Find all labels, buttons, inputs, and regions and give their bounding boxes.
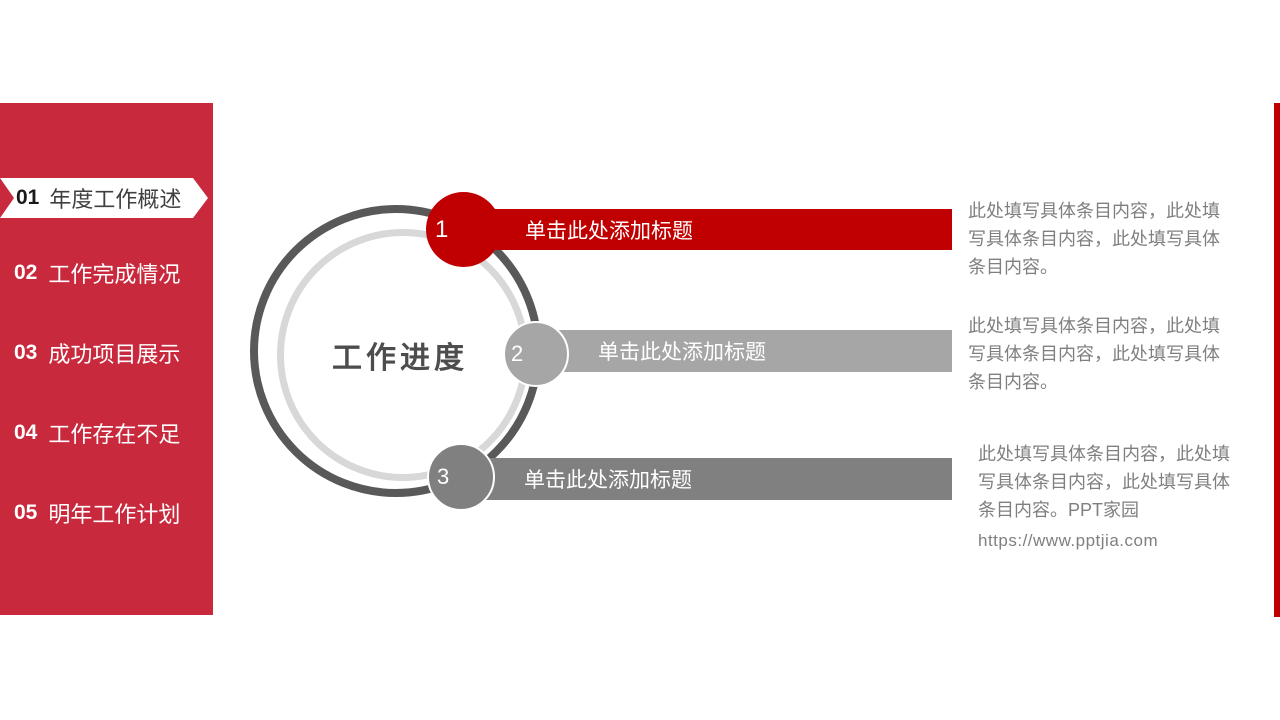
sidebar-item-number: 04 — [14, 421, 38, 444]
step-3-title-bar[interactable]: 单击此处添加标题 — [460, 458, 952, 500]
detail-paragraph-2: 此处填写具体条目内容，此处填写具体条目内容，此处填写具体条目内容。 — [968, 316, 1220, 392]
step-2-circle: 2 — [503, 321, 569, 387]
sidebar-item-annual-overview[interactable]: 01 年度工作概述 — [0, 178, 208, 218]
sidebar: 01 年度工作概述 02 工作完成情况 03 成功项目展示 04 工作存在不足 … — [0, 103, 213, 615]
sidebar-item-number: 02 — [14, 261, 38, 284]
step-2-title: 单击此处添加标题 — [598, 341, 766, 364]
sidebar-item-next-year-plan[interactable]: 05 明年工作计划 — [0, 493, 213, 533]
sidebar-item-label: 年度工作概述 — [49, 187, 182, 212]
step-1-title-bar[interactable]: 单击此处添加标题 — [462, 209, 952, 250]
step-3-circle: 3 — [427, 443, 495, 511]
sidebar-item-number: 01 — [16, 186, 40, 209]
pptjia-url-link[interactable]: https://www.pptjia.com — [978, 531, 1159, 550]
step-1-number: 1 — [435, 215, 449, 243]
sidebar-item-label: 成功项目展示 — [48, 342, 181, 367]
sidebar-item-work-shortcomings[interactable]: 04 工作存在不足 — [0, 413, 213, 453]
sidebar-item-label: 工作完成情况 — [48, 262, 181, 287]
step-3-number: 3 — [437, 464, 450, 489]
step-3-title: 单击此处添加标题 — [524, 469, 692, 492]
detail-paragraph-3-text: 此处填写具体条目内容，此处填写具体条目内容，此处填写具体条目内容。PPT家园 — [978, 444, 1230, 520]
sidebar-item-label: 工作存在不足 — [48, 422, 181, 447]
step-1-circle: 1 — [426, 192, 501, 267]
diagram-title: 工作进度 — [332, 342, 468, 375]
sidebar-item-number: 03 — [14, 341, 38, 364]
right-accent-bar — [1274, 103, 1280, 617]
detail-paragraph-1: 此处填写具体条目内容，此处填写具体条目内容，此处填写具体条目内容。 — [968, 201, 1220, 277]
sidebar-item-work-completion[interactable]: 02 工作完成情况 — [0, 253, 213, 293]
step-2-title-bar[interactable]: 单击此处添加标题 — [536, 330, 952, 372]
detail-paragraph-3: 此处填写具体条目内容，此处填写具体条目内容，此处填写具体条目内容。PPT家园 h… — [978, 440, 1240, 555]
sidebar-item-label: 明年工作计划 — [48, 502, 181, 527]
step-1-title: 单击此处添加标题 — [525, 219, 693, 243]
sidebar-item-number: 05 — [14, 501, 38, 524]
sidebar-item-successful-projects[interactable]: 03 成功项目展示 — [0, 333, 213, 373]
step-2-number: 2 — [511, 341, 524, 366]
